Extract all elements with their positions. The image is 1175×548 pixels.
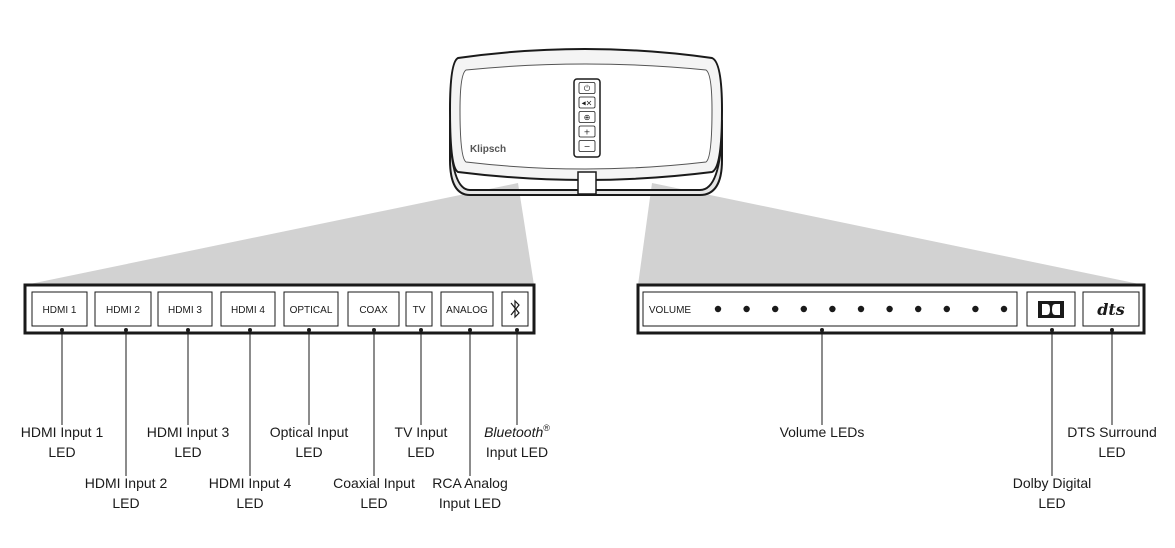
hdmi-1-label-line-2: LED [48, 444, 75, 460]
hdmi-4-leader-dot [248, 328, 252, 332]
tv-indicator [405, 291, 433, 327]
volume-led-9 [943, 305, 950, 313]
plus-icon: + [584, 128, 591, 137]
hdmi-4-label-line-1: HDMI Input 4 [209, 475, 292, 491]
mute-button [578, 96, 596, 109]
hdmi-1-indicator [31, 291, 88, 327]
hdmi-2-label-line-2: LED [112, 495, 139, 511]
analog-label-line-2: Input LED [439, 495, 501, 511]
hdmi-4-indicator [220, 291, 276, 327]
analog-leader-dot [468, 328, 472, 332]
tv-leader-dot [419, 328, 423, 332]
bluetooth-icon [510, 299, 520, 319]
hdmi-1-leader-dot [60, 328, 64, 332]
volume-led-7 [886, 305, 893, 313]
hdmi-2-label-line-1: HDMI Input 2 [85, 475, 168, 491]
hdmi-2-indicator-text: HDMI 2 [106, 305, 140, 316]
hdmi-3-indicator-text: HDMI 3 [168, 305, 202, 316]
tv-label-line-1: TV Input [395, 424, 448, 440]
device-stand [577, 171, 597, 195]
analog-indicator-text: ANALOG [446, 305, 488, 316]
dts-logo: dts [1097, 300, 1125, 319]
minus-button [578, 140, 596, 152]
dts-leader-dot [1110, 328, 1114, 332]
coax-label-line-2: LED [360, 495, 387, 511]
dolby-label-line-2: LED [1038, 495, 1065, 511]
dts-label-line-2: LED [1098, 444, 1125, 460]
volume-led-6 [857, 305, 865, 313]
volume-led-2 [743, 305, 750, 313]
plus-button [578, 125, 596, 138]
coax-leader-dot [372, 328, 376, 332]
mute-icon: ◂× [582, 99, 593, 108]
volume-led-4 [800, 305, 807, 313]
hdmi-4-label-line-2: LED [236, 495, 263, 511]
analog-label-line-1: RCA Analog [432, 475, 508, 491]
volume-led-1 [714, 305, 722, 313]
power-button [578, 82, 596, 94]
hdmi-4-indicator-text: HDMI 4 [231, 305, 265, 316]
volume-text: VOLUME [649, 305, 692, 316]
minus-icon: − [584, 142, 591, 151]
hdmi-2-indicator [94, 291, 152, 327]
dolby-icon [1038, 301, 1064, 318]
optical-leader-dot [307, 328, 311, 332]
analog-indicator [440, 291, 494, 327]
volume-led-8 [915, 305, 922, 313]
bluetooth-leader-dot [515, 328, 519, 332]
optical-indicator [283, 291, 339, 327]
power-icon: ⏻ [584, 84, 591, 93]
volume-label-line-1: Volume LEDs [780, 424, 865, 440]
hdmi-3-label-line-2: LED [174, 444, 201, 460]
tv-indicator-text: TV [413, 305, 426, 316]
soundbar-device: Klipsch ⏻ ◂× ⊕ + − [448, 48, 724, 196]
optical-label-line-2: LED [295, 444, 322, 460]
tv-label-line-2: LED [407, 444, 434, 460]
dolby-leader-dot [1050, 328, 1054, 332]
coax-indicator-text: COAX [359, 305, 388, 316]
hdmi-1-label-line-1: HDMI Input 1 [21, 424, 104, 440]
left-zoom-beam [25, 183, 534, 285]
hdmi-3-label-line-1: HDMI Input 3 [147, 424, 230, 440]
optical-label-line-1: Optical Input [270, 424, 349, 440]
volume-led-3 [772, 305, 779, 313]
dolby-label-line-1: Dolby Digital [1013, 475, 1092, 491]
coax-label-line-1: Coaxial Input [333, 475, 415, 491]
input-icon: ⊕ [584, 113, 591, 122]
coax-indicator [347, 291, 400, 327]
dts-label-line-1: DTS Surround [1067, 424, 1156, 440]
bluetooth-label-line-2: Input LED [486, 444, 548, 460]
volume-led-11 [1000, 305, 1008, 313]
volume-led-10 [972, 305, 979, 313]
brand-logo: Klipsch [470, 144, 506, 155]
volume-leader-dot [820, 328, 824, 332]
hdmi-3-leader-dot [186, 328, 190, 332]
hdmi-1-indicator-text: HDMI 1 [43, 305, 77, 316]
right-zoom-beam [638, 183, 1144, 285]
dts-indicator-box [1082, 291, 1140, 327]
hdmi-2-leader-dot [124, 328, 128, 332]
hdmi-3-indicator [157, 291, 213, 327]
bluetooth-label-line-1: Bluetooth® [484, 423, 550, 440]
input-button [578, 111, 596, 123]
volume-led-5 [829, 305, 836, 313]
optical-indicator-text: OPTICAL [290, 305, 333, 316]
